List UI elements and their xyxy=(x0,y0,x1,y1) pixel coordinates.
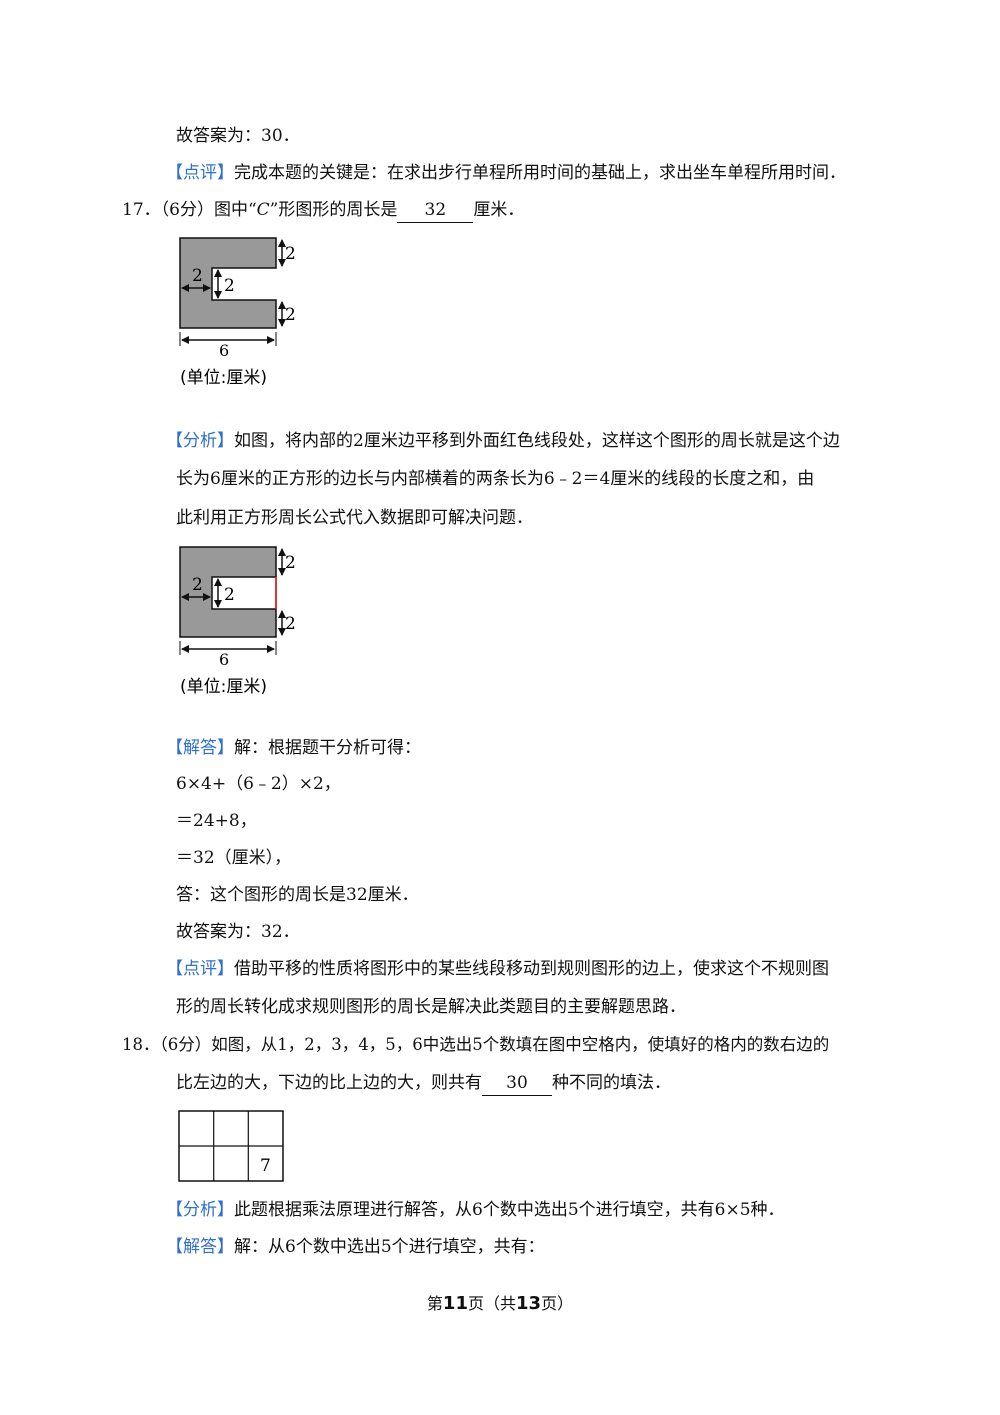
analysis17-line2: 长为6厘米的正方形的边长与内部横着的两条长为6﹣2＝4厘米的线段的长度之和，由 xyxy=(176,469,815,489)
number-grid: 7 xyxy=(178,1110,284,1182)
solution17-step2: ＝24+8， xyxy=(176,811,257,831)
review17-line2: 形的周长转化成求规则图形的周长是解决此类题目的主要解题思路． xyxy=(176,997,686,1017)
grid-cell-value: 7 xyxy=(260,1156,271,1176)
solution17-final: 故答案为：32． xyxy=(176,922,300,942)
analysis-tag: 【分析】 xyxy=(166,431,234,451)
c-shape-figure-highlighted: 2 2 2 2 6 (单位:厘米) xyxy=(179,546,296,697)
dim-width-label: 6 xyxy=(219,650,229,669)
analysis17-text1: 如图，将内部的2厘米边平移到外面红色线段处，这样这个图形的周长就是这个边 xyxy=(234,431,840,451)
dim-inner-depth-label: 2 xyxy=(192,575,203,595)
solution18-text: 解：从6个数中选出5个进行填空，共有： xyxy=(234,1237,545,1257)
footer-middle: 页（共 xyxy=(467,1294,516,1313)
solution17-intro: 【解答】解：根据题干分析可得： xyxy=(166,736,421,760)
q17-prefix: 17．（6分）图中“ xyxy=(122,200,257,220)
dim-inner-height-label: 2 xyxy=(224,276,235,296)
prev-answer-line: 故答案为：30． xyxy=(176,126,300,146)
q17-suffix: 厘米． xyxy=(473,200,525,220)
footer-prefix: 第 xyxy=(426,1294,443,1313)
dim-bottom-arm-label: 2 xyxy=(285,305,296,325)
unit-caption: (单位:厘米) xyxy=(180,368,267,388)
c-shape xyxy=(179,546,277,638)
review-tag: 【点评】 xyxy=(166,163,234,183)
q18-suffix: 种不同的填法． xyxy=(552,1073,671,1093)
analysis-tag: 【分析】 xyxy=(166,1200,234,1220)
q18-answer-blank: 30 xyxy=(482,1071,552,1096)
solution-tag: 【解答】 xyxy=(166,1237,234,1257)
c-shape xyxy=(179,237,277,329)
question-18-line1: 18．（6分）如图，从1，2，3，4，5，6中选出5个数填在图中空格内，使填好的… xyxy=(122,1035,830,1054)
analysis17-line3: 此利用正方形周长公式代入数据即可解决问题． xyxy=(176,508,533,528)
dim-top-arm-label: 2 xyxy=(285,553,296,573)
dim-width-label: 6 xyxy=(219,341,229,360)
analysis17-line1: 【分析】如图，将内部的2厘米边平移到外面红色线段处，这样这个图形的周长就是这个边 xyxy=(166,429,840,453)
analysis18-text: 此题根据乘法原理进行解答，从6个数中选出5个进行填空，共有6×5种． xyxy=(234,1200,785,1220)
footer-total-pages: 13 xyxy=(516,1293,542,1314)
q17-c-letter: C xyxy=(256,200,270,220)
prev-review-line: 【点评】完成本题的关键是：在求出步行单程所用时间的基础上，求出坐车单程所用时间． xyxy=(166,161,846,185)
solution17-intro-text: 解：根据题干分析可得： xyxy=(234,738,421,758)
q18-prefix: 比左边的大，下边的比上边的大，则共有 xyxy=(176,1073,482,1093)
c-shape-figure: 2 2 2 2 6 (单位:厘米) xyxy=(179,237,296,388)
review17-text1: 借助平移的性质将图形中的某些线段移动到规则图形的边上，使求这个不规则图 xyxy=(234,959,829,979)
solution17-step3: ＝32（厘米）， xyxy=(176,848,292,868)
review17-line1: 【点评】借助平移的性质将图形中的某些线段移动到规则图形的边上，使求这个不规则图 xyxy=(166,957,829,981)
review-tag: 【点评】 xyxy=(166,959,234,979)
page-footer: 第11页（共13页） xyxy=(0,1290,1000,1314)
review-text: 完成本题的关键是：在求出步行单程所用时间的基础上，求出坐车单程所用时间． xyxy=(234,163,846,183)
footer-suffix: 页） xyxy=(541,1294,574,1313)
dim-inner-height-label: 2 xyxy=(224,585,235,605)
footer-page-number: 11 xyxy=(442,1293,468,1314)
solution17-step1: 6×4+（6﹣2）×2， xyxy=(176,774,341,794)
dim-top-arm-label: 2 xyxy=(285,244,296,264)
q17-answer-blank: 32 xyxy=(397,198,474,223)
dim-inner-depth-label: 2 xyxy=(192,266,203,286)
unit-caption: (单位:厘米) xyxy=(180,677,267,697)
analysis18-line: 【分析】此题根据乘法原理进行解答，从6个数中选出5个进行填空，共有6×5种． xyxy=(166,1198,785,1222)
solution18-line: 【解答】解：从6个数中选出5个进行填空，共有： xyxy=(166,1235,545,1259)
dim-bottom-arm-label: 2 xyxy=(285,614,296,634)
solution17-answer: 答：这个图形的周长是32厘米． xyxy=(176,885,419,905)
solution-tag: 【解答】 xyxy=(166,738,234,758)
q17-middle: ”形图形的周长是 xyxy=(269,200,398,220)
